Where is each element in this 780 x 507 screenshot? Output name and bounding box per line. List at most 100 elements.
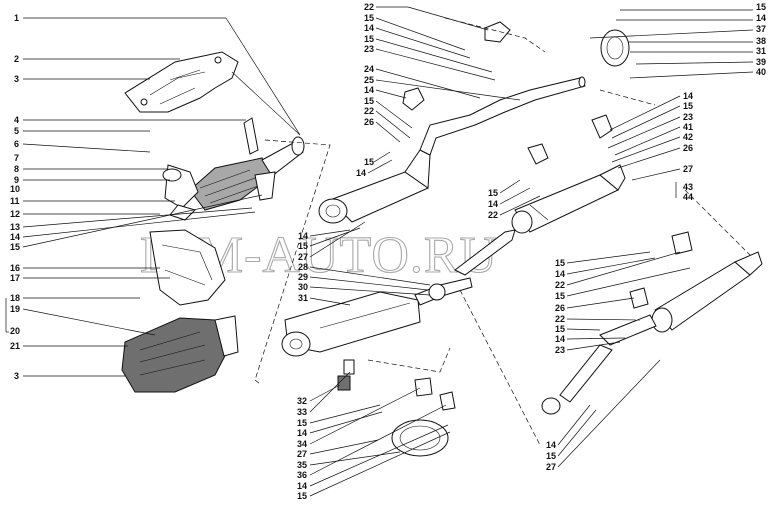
callout-label: 21 xyxy=(10,341,20,351)
clamp xyxy=(402,21,693,411)
callout-label: 15 xyxy=(364,13,374,23)
callout-label: 42 xyxy=(683,132,693,142)
callout-label: 34 xyxy=(297,439,307,449)
resonator-pipe xyxy=(419,77,586,156)
front-muffler xyxy=(318,149,431,224)
mid-right-callouts: 15 14 22 15 26 22 15 14 23 xyxy=(555,251,691,355)
callout-label: 14 xyxy=(297,428,307,438)
callout-label: 9 xyxy=(14,175,19,185)
callout-label: 3 xyxy=(14,74,19,84)
callout-label: 14 xyxy=(555,269,565,279)
callout-label: 23 xyxy=(683,112,693,122)
callout-label: 15 xyxy=(756,2,766,12)
callout-label: 15 xyxy=(298,241,308,251)
callout-label: 15 xyxy=(10,242,20,252)
callout-label: 10 xyxy=(10,184,20,194)
callout-label: 13 xyxy=(10,222,20,232)
callout-label: 15 xyxy=(546,451,556,461)
callout-label: 32 xyxy=(297,396,307,406)
callout-label: 15 xyxy=(488,188,498,198)
callout-label: 15 xyxy=(555,291,565,301)
callout-label: 28 xyxy=(298,262,308,272)
catalytic-converter xyxy=(162,136,305,221)
final-muffler xyxy=(541,251,763,415)
callout-label: 16 xyxy=(10,263,20,273)
callout-label: 38 xyxy=(756,36,766,46)
callout-label: 14 xyxy=(10,232,20,242)
callout-label: 14 xyxy=(356,168,366,178)
callout-label: 15 xyxy=(297,491,307,501)
callout-label: 35 xyxy=(297,460,307,470)
callout-label: 7 xyxy=(14,153,19,163)
callout-label: 27 xyxy=(683,164,693,174)
mid-callouts: 15 14 22 14 15 27 28 29 30 31 xyxy=(298,179,541,306)
callout-label: 14 xyxy=(756,13,766,23)
callout-label: 15 xyxy=(297,418,307,428)
callout-label: 27 xyxy=(546,462,556,472)
callout-label: 14 xyxy=(546,440,556,450)
callout-label: 12 xyxy=(10,209,20,219)
callout-label: 22 xyxy=(555,280,565,290)
callout-label: 39 xyxy=(756,57,766,67)
callout-label: 14 xyxy=(364,85,374,95)
callout-label: 43 xyxy=(683,182,693,192)
callout-label: 26 xyxy=(364,117,374,127)
callout-label: 31 xyxy=(756,46,766,56)
callout-label: 44 xyxy=(683,192,693,202)
callout-label: 15 xyxy=(364,96,374,106)
heat-shield-lower xyxy=(121,315,239,393)
callout-label: 15 xyxy=(683,101,693,111)
callout-label: 40 xyxy=(756,67,766,77)
right-upper-callouts: 14 15 23 41 42 26 27 43 44 xyxy=(607,91,693,202)
callout-label: 22 xyxy=(555,314,565,324)
callout-label: 3 xyxy=(14,371,19,381)
callout-label: 15 xyxy=(555,258,565,268)
callout-label: 22 xyxy=(364,106,374,116)
callout-label: 8 xyxy=(14,164,19,174)
callout-label: 2 xyxy=(14,54,19,64)
bracket xyxy=(254,171,276,201)
callout-label: 22 xyxy=(488,210,498,220)
callout-label: 25 xyxy=(364,75,374,85)
flange xyxy=(428,283,446,301)
callout-label: 41 xyxy=(683,122,693,132)
mid-resonator xyxy=(511,164,626,234)
hanger-ring xyxy=(391,29,630,457)
left-callouts: 1 2 3 4 5 6 7 8 9 10 11 12 13 14 15 16 1… xyxy=(5,13,301,381)
top-center-callouts: 22 15 14 15 23 24 25 14 15 22 26 15 14 xyxy=(356,2,521,178)
callout-label: 29 xyxy=(298,272,308,282)
callout-label: 27 xyxy=(297,449,307,459)
top-right-callouts: 15 14 37 38 31 39 40 xyxy=(589,2,766,79)
oxygen-sensor xyxy=(243,117,259,155)
callout-label: 26 xyxy=(683,143,693,153)
callout-label: 15 xyxy=(364,157,374,167)
callout-label: 1 xyxy=(14,13,19,23)
rubber-mount xyxy=(337,359,355,391)
callout-label: 18 xyxy=(10,293,20,303)
callout-label: 4 xyxy=(14,115,19,125)
callout-label: 36 xyxy=(297,470,307,480)
callout-label: 14 xyxy=(297,481,307,491)
intermediate-pipe xyxy=(454,229,516,276)
callout-label: 33 xyxy=(297,407,307,417)
callout-label: 37 xyxy=(756,24,766,34)
bottom-center-callouts: 32 33 15 14 34 27 35 36 14 15 xyxy=(297,371,451,501)
callout-label: 22 xyxy=(364,2,374,12)
callout-label: 6 xyxy=(14,139,19,149)
callout-label: 14 xyxy=(683,91,693,101)
callout-label: 26 xyxy=(555,303,565,313)
callout-label: 31 xyxy=(298,293,308,303)
bottom-right-callouts: 14 15 27 xyxy=(546,359,661,472)
callout-label: 19 xyxy=(10,304,20,314)
callout-label: 27 xyxy=(298,252,308,262)
callout-label: 14 xyxy=(555,334,565,344)
callout-label: 17 xyxy=(10,273,20,283)
callout-label: 14 xyxy=(488,199,498,209)
callout-label: 14 xyxy=(298,231,308,241)
callout-label: 15 xyxy=(555,324,565,334)
callout-label: 11 xyxy=(10,196,20,206)
callout-label: 23 xyxy=(555,345,565,355)
callout-label: 30 xyxy=(298,282,308,292)
heat-shield-middle xyxy=(149,229,226,306)
